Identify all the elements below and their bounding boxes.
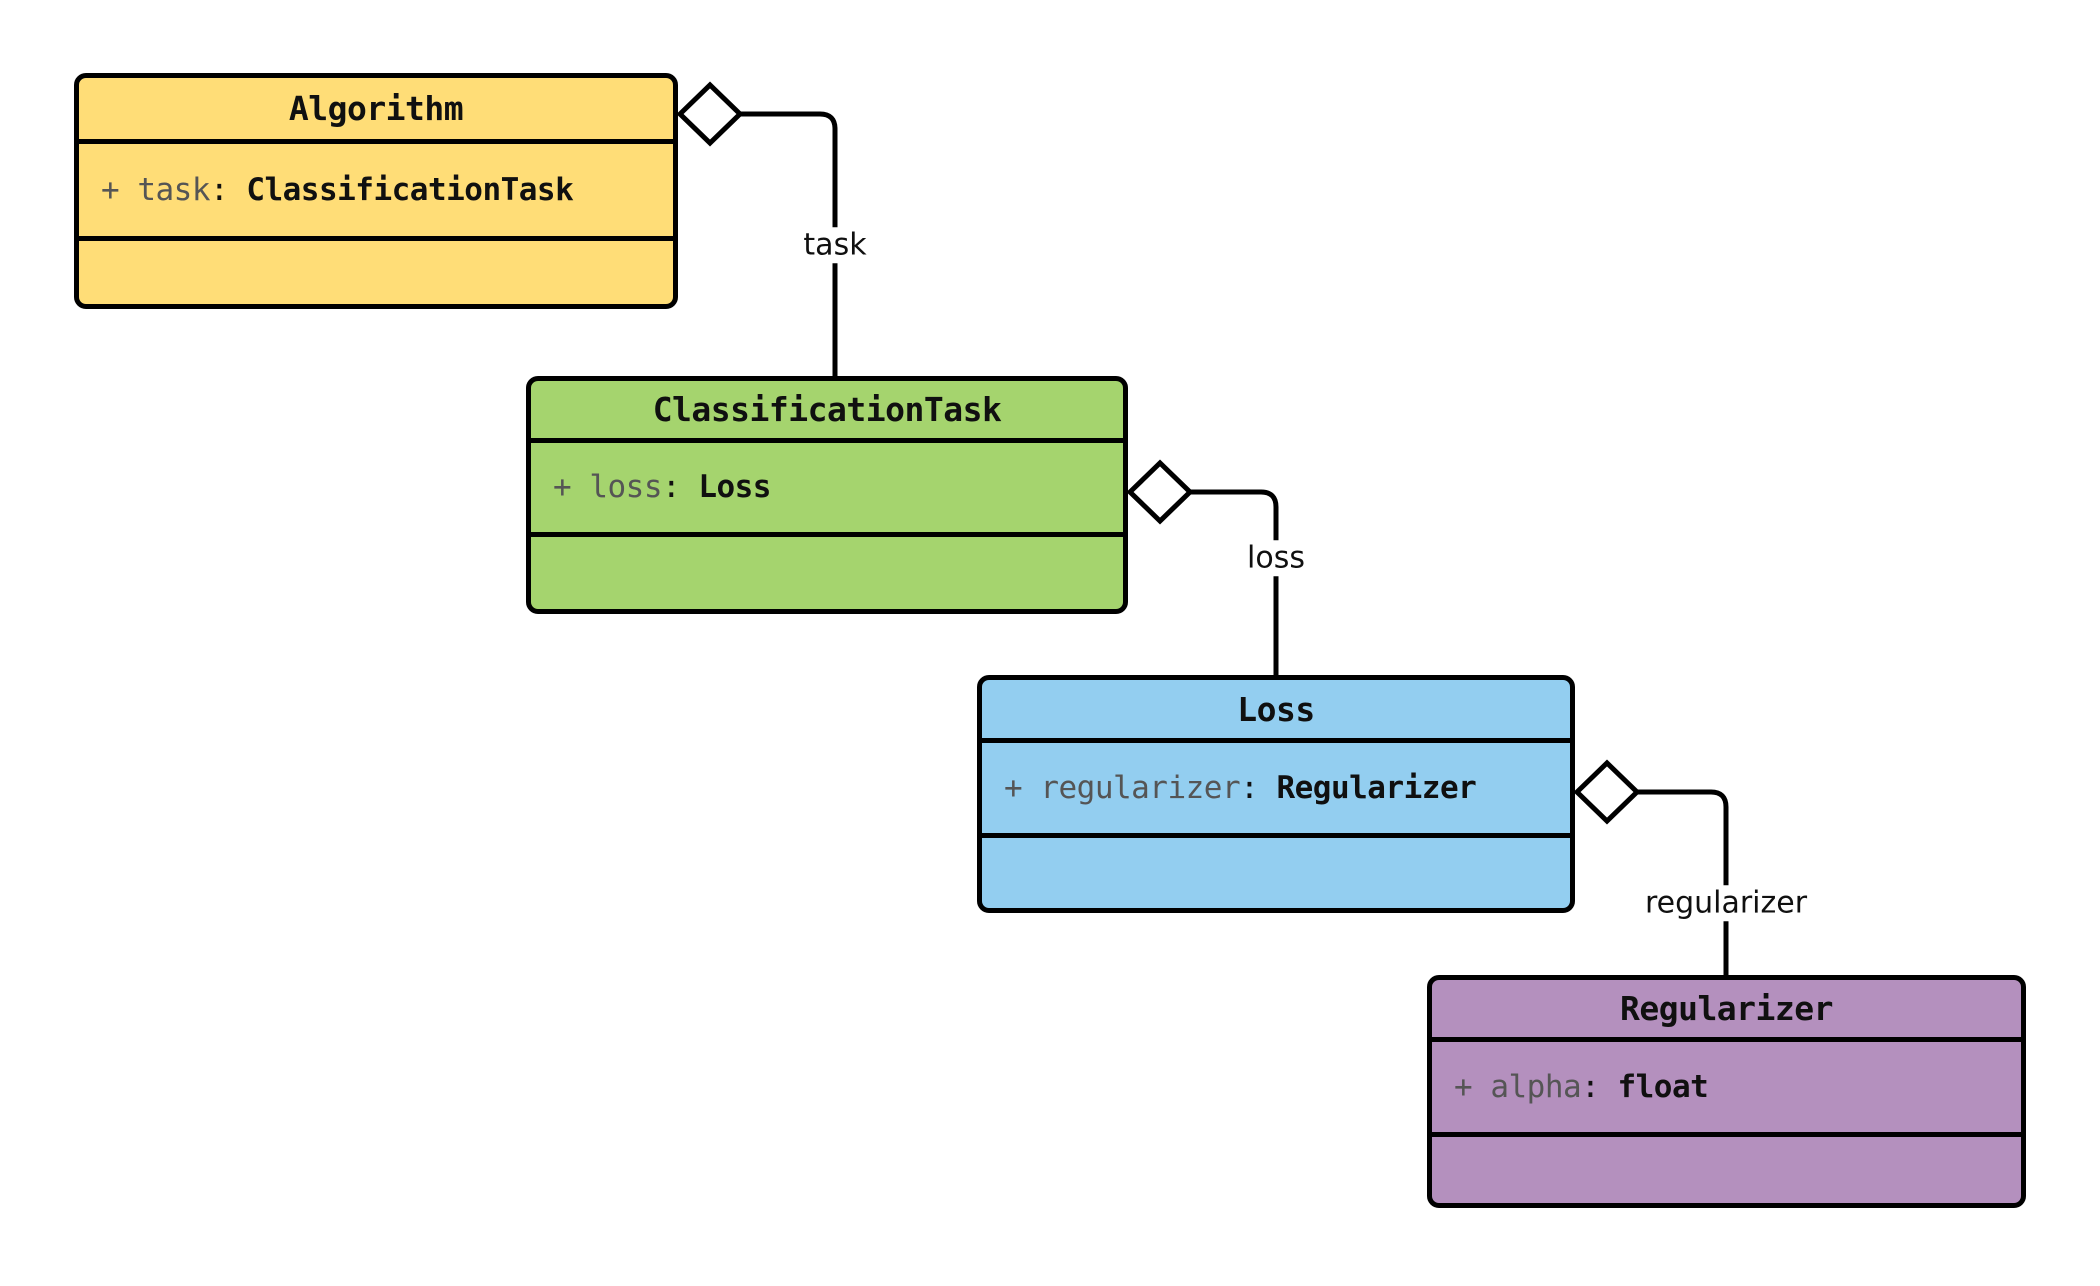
aggregation-diamond-classificationtask-loss — [1126, 459, 1194, 525]
relation-label-loss-regularizer: regularizer — [1639, 885, 1813, 921]
class-attributes-classificationtask: + loss: Loss — [531, 443, 1123, 537]
class-title-regularizer: Regularizer — [1432, 980, 2021, 1042]
class-methods-algorithm — [79, 241, 673, 304]
relation-label-classificationtask-loss: loss — [1242, 540, 1310, 576]
class-attribute-row: + loss: Loss — [553, 470, 1123, 504]
attribute-separator: : — [1581, 1068, 1618, 1105]
aggregation-diamond-loss-regularizer — [1573, 759, 1641, 825]
class-methods-classificationtask — [531, 537, 1123, 609]
attribute-name: + loss — [553, 469, 662, 506]
class-methods-loss — [982, 838, 1570, 908]
class-title-classificationtask: ClassificationTask — [531, 381, 1123, 443]
class-attribute-row: + task: ClassificationTask — [101, 173, 673, 207]
uml-class-regularizer[interactable]: Regularizer + alpha: float — [1427, 975, 2026, 1208]
class-methods-regularizer — [1432, 1137, 2021, 1203]
attribute-separator: : — [661, 469, 699, 506]
relation-label-algorithm-task: task — [798, 227, 872, 263]
attribute-type: float — [1617, 1068, 1709, 1105]
class-attributes-algorithm: + task: ClassificationTask — [79, 144, 673, 241]
aggregation-diamond-algorithm-task — [676, 81, 744, 147]
class-title-algorithm: Algorithm — [79, 78, 673, 144]
uml-class-algorithm[interactable]: Algorithm + task: ClassificationTask — [74, 73, 678, 309]
attribute-separator: : — [1240, 769, 1277, 806]
relation-line-loss-regularizer — [1637, 789, 1729, 975]
uml-class-classificationtask[interactable]: ClassificationTask + loss: Loss — [526, 376, 1128, 614]
class-attributes-regularizer: + alpha: float — [1432, 1042, 2021, 1137]
class-attributes-loss: + regularizer: Regularizer — [982, 743, 1570, 838]
attribute-name: + task — [101, 171, 210, 208]
relation-line-classificationtask-loss — [1190, 489, 1279, 675]
attribute-type: Loss — [698, 469, 771, 506]
attribute-type: Regularizer — [1276, 769, 1477, 806]
attribute-separator: : — [209, 171, 247, 208]
class-attribute-row: + regularizer: Regularizer — [1004, 771, 1570, 805]
attribute-name: + regularizer — [1004, 769, 1241, 806]
class-title-loss: Loss — [982, 680, 1570, 743]
class-attribute-row: + alpha: float — [1454, 1070, 2021, 1104]
attribute-type: ClassificationTask — [246, 171, 574, 208]
attribute-name: + alpha — [1454, 1068, 1582, 1105]
uml-class-loss[interactable]: Loss + regularizer: Regularizer — [977, 675, 1575, 913]
